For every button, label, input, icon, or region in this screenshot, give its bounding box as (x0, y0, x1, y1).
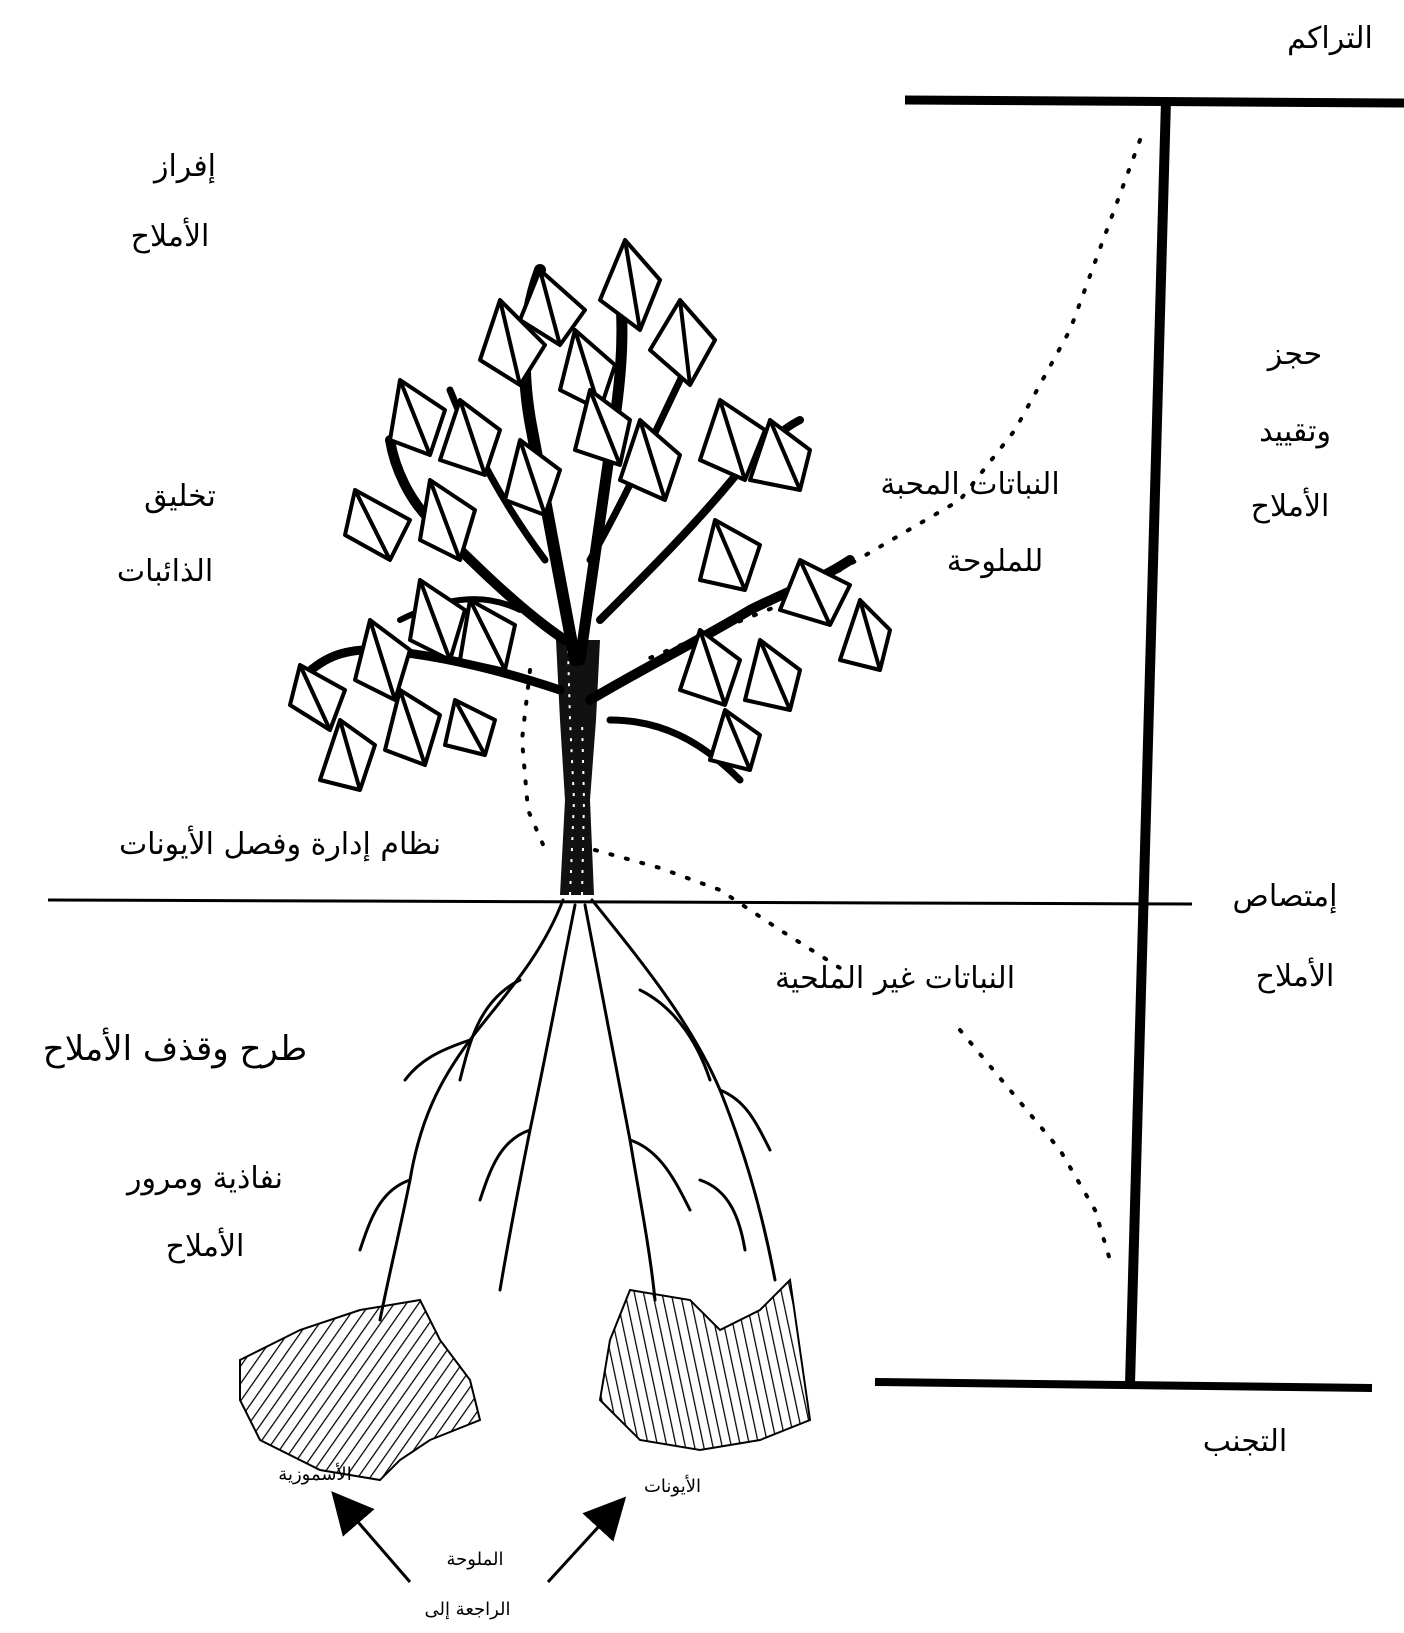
label-absorption-line1: إمتصاص (1232, 879, 1338, 914)
label-salt-secretion-line1: إفراز (153, 149, 217, 184)
label-halophytes-line2: للملوحة (946, 544, 1044, 579)
ground-line (47, 898, 1193, 906)
bottom-bar (874, 1378, 1373, 1392)
arrow-to-osmotic (331, 1491, 412, 1583)
label-permeability-line1: نفاذية ومرور (126, 1161, 284, 1196)
arrow-to-ionic (546, 1496, 627, 1584)
label-solute-synthesis-line1: تخليق (144, 479, 216, 514)
label-salt-exclusion: طرح وقذف الأملاح (42, 1029, 308, 1069)
label-solute-synthesis-line2: الذائبات (116, 554, 214, 589)
label-compartment-line1: حجز (1267, 337, 1323, 372)
label-halophytes-line1: النباتات المحبة (880, 467, 1060, 502)
vertical-scale-bar (1125, 99, 1171, 1385)
soil-right (598, 1277, 812, 1452)
label-salinity-line2: الراجعة إلى (424, 1599, 511, 1620)
label-salinity-line1: الملوحة (446, 1549, 504, 1570)
label-salt-secretion-line2: الأملاح (130, 219, 210, 254)
label-ion-management-system: نظام إدارة وفصل الأيونات (118, 827, 442, 862)
soil-left (239, 1298, 482, 1482)
top-bar (904, 95, 1404, 108)
label-glycophytes: النباتات غير الملحية (774, 961, 1016, 996)
label-osmotic: الأسموزية (278, 1464, 352, 1485)
label-compartment-line3: الأملاح (1250, 489, 1330, 524)
label-absorption-line2: الأملاح (1255, 959, 1335, 994)
label-accumulation: التراكم (1287, 21, 1373, 56)
label-avoidance: التجنب (1202, 1424, 1288, 1459)
tree-trunk (556, 640, 600, 896)
label-ionic: الأيونات (643, 1476, 701, 1497)
dotted-guides (519, 138, 1142, 1262)
label-permeability-line2: الأملاح (165, 1229, 245, 1264)
roots (358, 898, 777, 1322)
tree-leaves (288, 238, 892, 792)
label-compartment-line2: وتقييد (1259, 414, 1331, 449)
